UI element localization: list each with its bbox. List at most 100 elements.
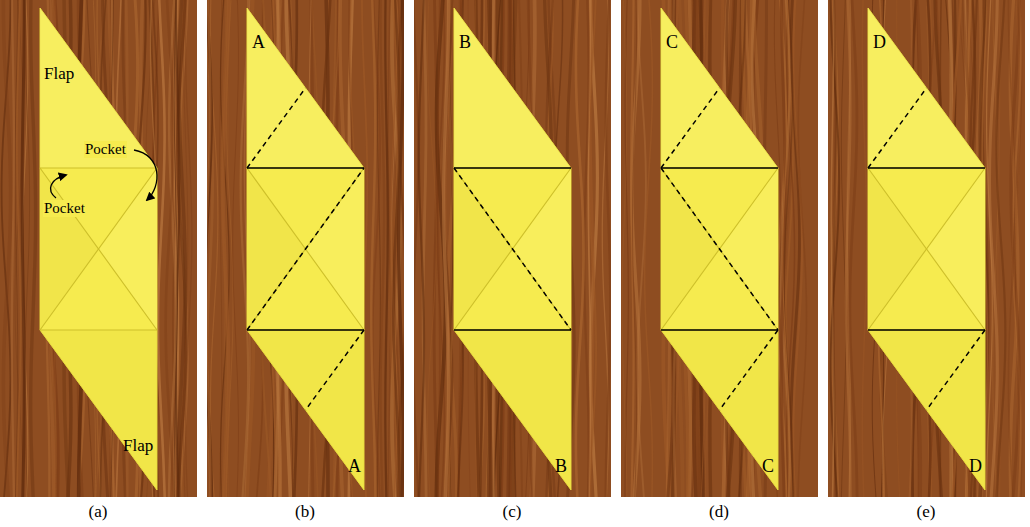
solid-fold-line	[868, 167, 985, 169]
corner-letter: B	[459, 32, 471, 53]
corner-letter: D	[969, 456, 982, 477]
dashed-fold-line	[306, 330, 365, 410]
wood-grain	[223, 0, 229, 497]
pocket-shading	[513, 168, 572, 330]
panel-caption: (b)	[295, 502, 315, 522]
crease-line	[247, 168, 364, 330]
wood-grain	[798, 0, 807, 497]
pocket-shading	[306, 168, 365, 330]
wood-grain	[385, 0, 387, 497]
dashed-fold-line	[927, 330, 986, 410]
panel-caption: (a)	[89, 502, 108, 522]
corner-letter: D	[873, 32, 886, 53]
corner-letter: B	[555, 456, 567, 477]
wood-grain	[174, 0, 177, 497]
pocket-shading	[99, 168, 158, 330]
wood-background	[828, 0, 1025, 497]
crease-line	[868, 167, 985, 168]
flap-shading	[454, 8, 571, 168]
wood-grain	[3, 0, 10, 497]
flap-shading	[661, 330, 778, 490]
wood-grain	[224, 0, 228, 497]
paper-model	[661, 8, 778, 490]
wood-grain	[989, 0, 997, 497]
wood-background	[621, 0, 818, 497]
flap-shading	[454, 330, 571, 490]
pocket-shading	[927, 168, 986, 330]
wood-grain	[179, 0, 188, 497]
wood-grain	[862, 0, 866, 497]
crease-line	[247, 168, 364, 330]
crease-line	[454, 168, 571, 330]
crease-line	[247, 329, 364, 330]
wood-grain	[371, 0, 375, 497]
wood-grain	[207, 0, 210, 497]
wood-grain	[632, 0, 640, 497]
wood-grain	[1008, 0, 1014, 497]
dashed-fold-line	[661, 168, 778, 330]
crease-line	[247, 167, 364, 168]
panel-caption: (c)	[503, 502, 522, 522]
paper-sheet	[454, 8, 571, 490]
corner-letter: A	[252, 32, 265, 53]
paper-sheet	[661, 8, 778, 490]
crease-line	[40, 329, 157, 330]
pocket-arrow	[134, 150, 157, 200]
panel-caption: (d)	[709, 502, 729, 522]
crease-line	[454, 168, 571, 330]
panel	[204, 0, 406, 500]
wood-background	[414, 0, 611, 497]
crease-line	[454, 329, 571, 330]
pocket-shading	[247, 168, 306, 330]
dashed-fold-line	[247, 168, 364, 330]
corner-letter: C	[666, 32, 678, 53]
wood-grain	[622, 0, 627, 497]
wood-grain	[606, 0, 611, 497]
wood-grain	[996, 0, 1005, 497]
wood-grain	[22, 0, 24, 497]
wood-grain	[576, 0, 584, 497]
corner-letter: A	[348, 456, 361, 477]
pocket-shading	[720, 168, 779, 330]
wood-grain	[393, 0, 399, 497]
dashed-fold-line	[868, 88, 927, 168]
wood-grain	[233, 0, 239, 497]
crease-line	[661, 168, 778, 330]
crease-line	[868, 329, 985, 330]
paper-sheet	[247, 8, 364, 490]
wood-grain	[846, 0, 850, 497]
crease-line	[40, 167, 157, 168]
crease-line	[868, 168, 985, 330]
wood-grain	[830, 0, 839, 497]
wood-background	[0, 0, 197, 497]
wood-grain	[784, 0, 793, 497]
dashed-fold-line	[661, 88, 720, 168]
flap-shading	[247, 330, 364, 490]
flap-label: Flap	[123, 436, 153, 456]
wood-grain	[833, 0, 836, 497]
panel	[621, 0, 818, 500]
pocket-arrow	[51, 175, 66, 198]
wood-grain	[423, 0, 426, 497]
paper-model	[40, 8, 157, 490]
wood-grain	[1011, 0, 1020, 497]
solid-fold-line	[247, 329, 364, 331]
wood-grain	[221, 0, 230, 497]
wood-background	[207, 0, 404, 497]
crease-line	[40, 168, 157, 330]
wood-grain	[31, 0, 36, 497]
wood-grain	[2, 0, 11, 497]
solid-fold-line	[454, 167, 571, 169]
wood-grain	[381, 0, 385, 497]
flap-label: Flap	[44, 64, 74, 84]
crease-line	[661, 329, 778, 330]
crease-line	[40, 168, 157, 330]
wood-grain	[207, 0, 212, 497]
paper-sheet	[40, 8, 157, 490]
solid-fold-line	[661, 167, 778, 169]
wood-grain	[12, 0, 14, 497]
crease-line	[661, 167, 778, 168]
wood-grain	[390, 0, 399, 497]
